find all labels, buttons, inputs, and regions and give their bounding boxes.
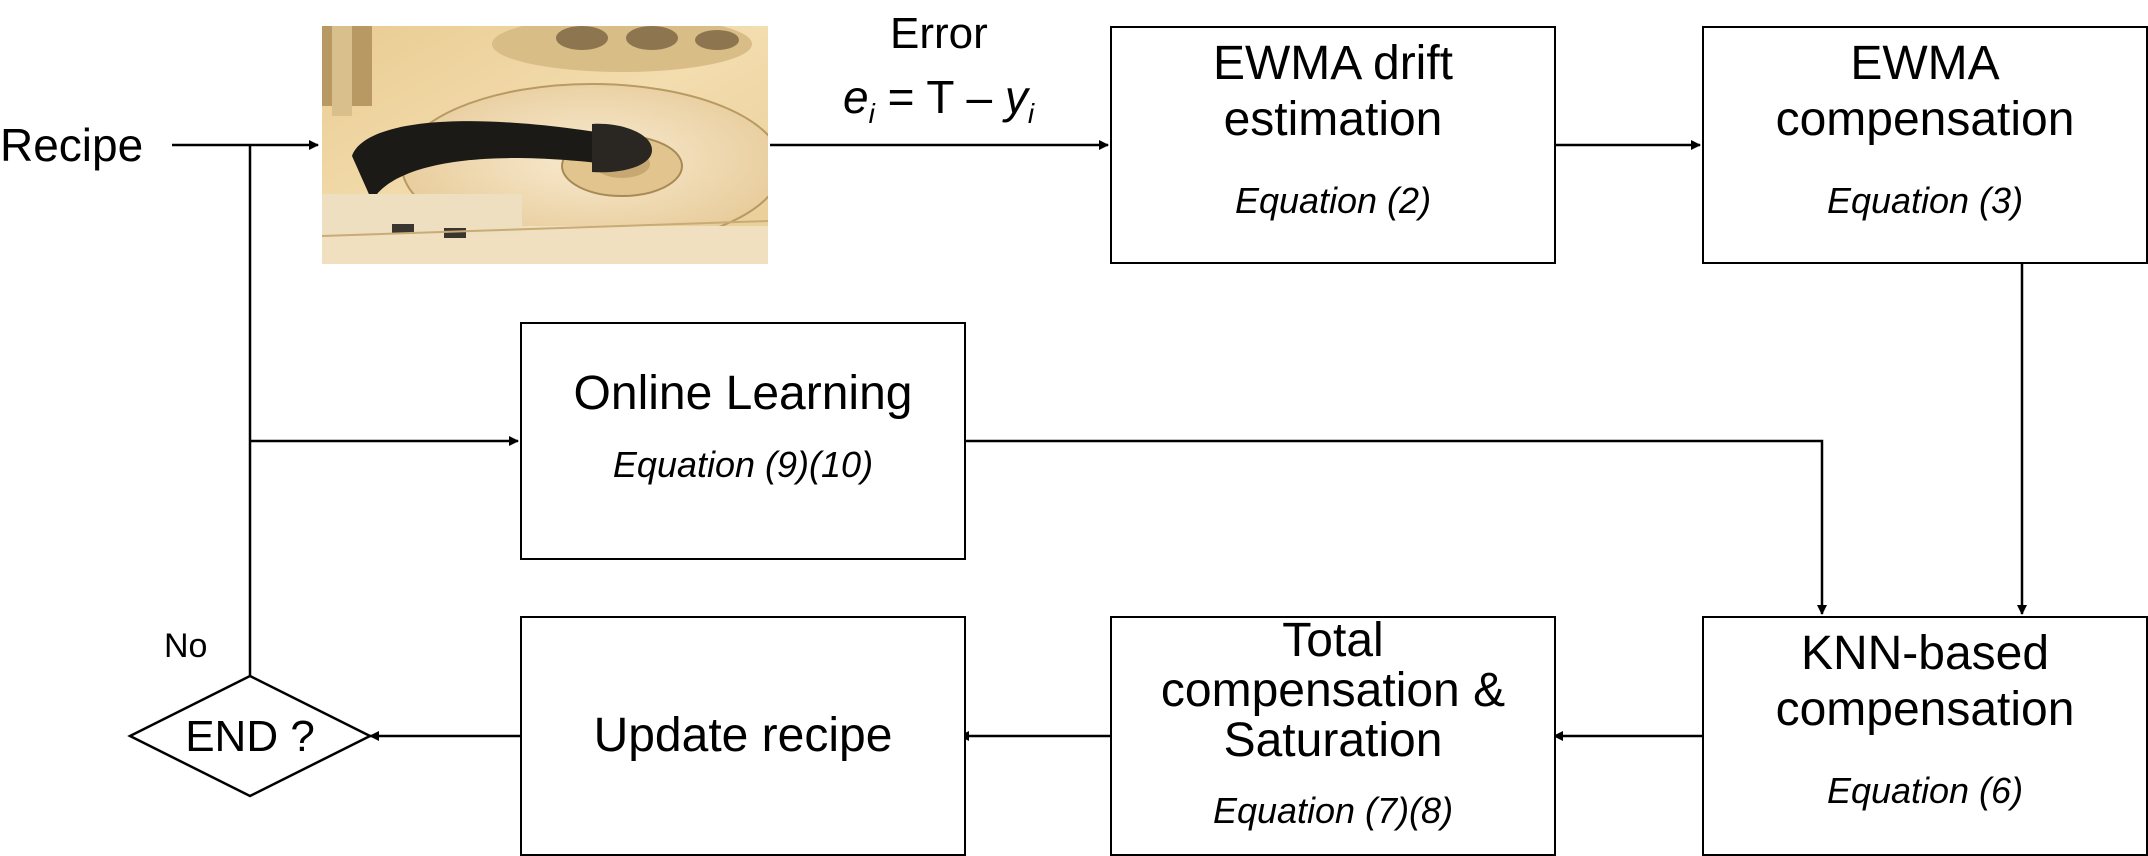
total-compensation-equation: Equation (7)(8): [1212, 790, 1454, 831]
ewma-drift-equation: Equation (2): [1234, 180, 1432, 221]
knn-compensation-equation: Equation (6): [1826, 770, 2024, 811]
tool-photo: [322, 26, 768, 264]
online-learning-title: Online Learning: [573, 367, 913, 420]
recipe-label: Recipe: [0, 119, 144, 171]
ewma-drift-estimation-box: EWMA drift estimation Equation (2): [1110, 26, 1556, 264]
update-recipe-box: Update recipe: [520, 616, 966, 856]
total-compensation-title: Total compensation & Saturation: [1160, 614, 1506, 767]
knn-compensation-title: KNN-based compensation: [1775, 627, 2075, 736]
ewma-compensation-title: EWMA compensation: [1775, 37, 2075, 146]
ewma-compensation-box: EWMA compensation Equation (3): [1702, 26, 2148, 264]
online-learning-equation: Equation (9)(10): [612, 444, 874, 485]
ewma-drift-title: EWMA drift estimation: [1212, 37, 1454, 146]
total-compensation-box: Total compensation & Saturation Equation…: [1110, 616, 1556, 856]
online-learning-box: Online Learning Equation (9)(10): [520, 322, 966, 560]
no-branch-label: No: [164, 627, 208, 665]
end-decision-diamond: [127, 674, 373, 798]
error-equation: ei = T – yi: [843, 71, 1035, 130]
knn-compensation-box: KNN-based compensation Equation (6): [1702, 616, 2148, 856]
error-label: Error: [890, 9, 988, 58]
ewma-compensation-equation: Equation (3): [1826, 180, 2024, 221]
learning-to-knn-arrow: [966, 439, 1827, 615]
end-decision-label: END ?: [185, 712, 315, 761]
update-recipe-title: Update recipe: [593, 709, 893, 762]
